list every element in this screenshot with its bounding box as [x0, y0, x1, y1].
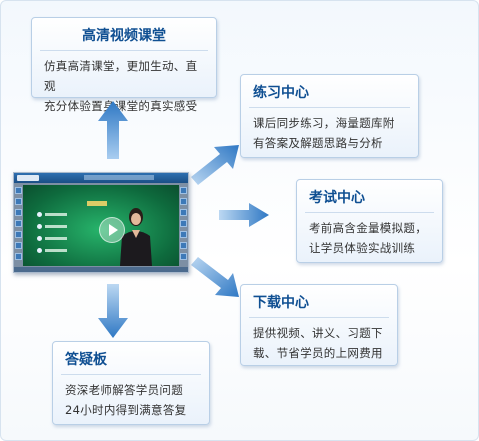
- player-left-toolbar: [15, 187, 22, 264]
- video-player-thumbnail[interactable]: [13, 172, 189, 273]
- practice-center-card[interactable]: 练习中心 课后同步练习，海量题库附 有答案及解题思路与分析: [240, 74, 419, 158]
- download-center-title: 下载中心: [249, 285, 389, 318]
- teacher-figure-icon: [120, 208, 152, 266]
- player-control-bar: [14, 267, 188, 272]
- download-line-2: 载、节省学员的上网费用: [253, 346, 383, 360]
- download-center-desc: 提供视频、讲义、习题下 载、节省学员的上网费用: [241, 318, 397, 363]
- exam-center-card[interactable]: 考试中心 考前高含金量模拟题， 让学员体验实战训练: [296, 179, 443, 263]
- qa-line-1: 资深老师解答学员问题: [65, 383, 183, 397]
- practice-center-title: 练习中心: [249, 75, 410, 108]
- qa-board-title: 答疑板: [61, 342, 201, 375]
- qa-board-desc: 资深老师解答学员问题 24小时内得到满意答复: [53, 375, 209, 420]
- arrow-right-icon: [219, 203, 269, 227]
- play-button-icon[interactable]: [99, 217, 125, 243]
- player-title-strip: [84, 175, 154, 180]
- hd-video-line-2: 充分体验置身课堂的真实感受: [44, 99, 198, 113]
- exam-center-title: 考试中心: [305, 180, 434, 213]
- slide-menu-list: [37, 211, 73, 259]
- arrow-up-right-icon: [191, 145, 239, 185]
- qa-line-2: 24小时内得到满意答复: [65, 403, 187, 417]
- qa-board-card[interactable]: 答疑板 资深老师解答学员问题 24小时内得到满意答复: [52, 341, 210, 425]
- hd-video-desc: 仿真高清课堂，更加生动、直观 充分体验置身课堂的真实感受: [32, 51, 216, 116]
- exam-line-1: 考前高含金量模拟题，: [309, 221, 427, 235]
- practice-line-2: 有答案及解题思路与分析: [253, 136, 383, 150]
- practice-line-1: 课后同步练习，海量题库附: [253, 116, 395, 130]
- practice-center-desc: 课后同步练习，海量题库附 有答案及解题思路与分析: [241, 108, 418, 153]
- arrow-up-icon: [98, 101, 128, 159]
- hd-video-title: 高清视频课堂: [40, 18, 208, 51]
- arrow-down-icon: [98, 284, 128, 338]
- download-center-card[interactable]: 下载中心 提供视频、讲义、习题下 载、节省学员的上网费用: [240, 284, 398, 366]
- exam-center-desc: 考前高含金量模拟题， 让学员体验实战训练: [297, 213, 442, 258]
- player-logo-icon: [17, 175, 39, 181]
- download-line-1: 提供视频、讲义、习题下: [253, 326, 383, 340]
- player-title-bar: [14, 173, 188, 183]
- hd-video-line-1: 仿真高清课堂，更加生动、直观: [44, 59, 198, 93]
- player-video-stage: [23, 185, 179, 266]
- player-right-toolbar: [180, 187, 187, 264]
- exam-line-2: 让学员体验实战训练: [309, 241, 416, 255]
- hd-video-card[interactable]: 高清视频课堂 仿真高清课堂，更加生动、直观 充分体验置身课堂的真实感受: [31, 17, 217, 113]
- arrow-down-right-icon: [191, 257, 239, 297]
- slide-heading-strip: [87, 201, 107, 206]
